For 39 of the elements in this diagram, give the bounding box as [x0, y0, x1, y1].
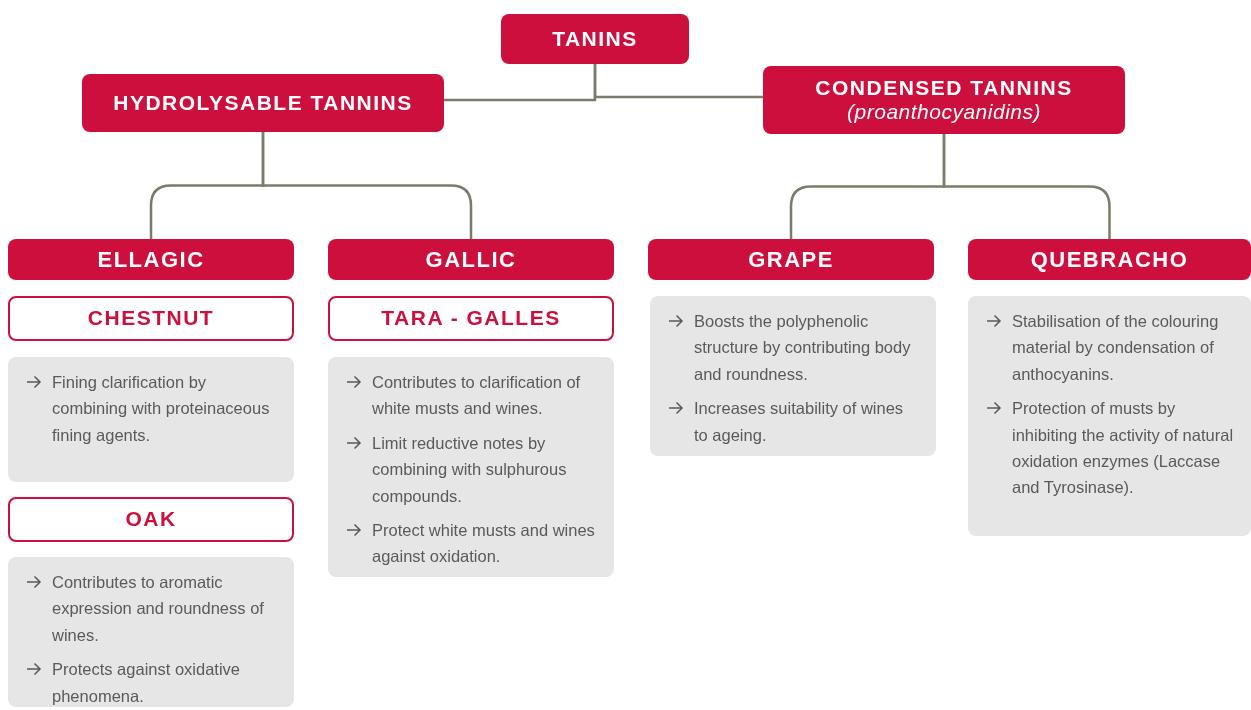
heading-text: TARA - GALLES [381, 306, 561, 331]
category-box [763, 66, 1125, 134]
description-text: Boosts the polyphenolic structure by contributing body and roundness. [694, 311, 912, 385]
source-box [8, 296, 294, 341]
heading-text: CHESTNUT [87, 306, 215, 331]
description-text: Contributes to aromatic expression and roundness of wines. [52, 572, 265, 646]
source-box [328, 296, 614, 341]
connector-line [942, 134, 1111, 239]
group-box [8, 239, 294, 280]
description-box [8, 357, 294, 482]
connector-line [261, 132, 473, 239]
description-text: Limit reductive notes by combining with sulphurous compounds. [372, 432, 568, 507]
source-box [8, 497, 294, 542]
description-box [328, 357, 614, 577]
heading-text: GRAPE [748, 246, 834, 273]
group-box [648, 239, 934, 280]
description-text: Protects against oxidative phenomena. [52, 659, 242, 707]
description-box [650, 296, 936, 456]
category-box [501, 14, 689, 64]
heading-text: OAK [125, 507, 177, 532]
group-box [328, 239, 614, 280]
group-box [968, 239, 1251, 280]
description-text: Fining clarification by combining with proteinaceous fining agents. [52, 372, 271, 446]
description-box [8, 557, 294, 707]
heading-text: TANINS [552, 26, 638, 52]
heading-text: HYDROLYSABLE TANNINS [113, 90, 413, 116]
connector-line [593, 64, 763, 99]
subtitle-text: (proanthocyanidins) [847, 100, 1041, 125]
description-text: Protect white musts and wines against oxidation. [372, 519, 596, 568]
description-box [968, 296, 1251, 536]
description-text: Protection of musts by inhibiting the activity of natural oxidation enzymes (Laccase and Tyrosinase). [1012, 398, 1235, 499]
heading-text: ELLAGIC [97, 246, 205, 273]
description-text: Stabilisation of the colouring material by condensation of anthocyanins. [1012, 311, 1220, 385]
heading-text: QUEBRACHO [1030, 246, 1189, 273]
description-text: Contributes to clarification of white musts and wines. [372, 372, 582, 420]
category-box [82, 74, 444, 132]
description-text: Increases suitability of wines to ageing. [694, 398, 905, 446]
heading-text: GALLIC [425, 246, 517, 273]
heading-text: CONDENSED TANNINS [815, 75, 1073, 100]
